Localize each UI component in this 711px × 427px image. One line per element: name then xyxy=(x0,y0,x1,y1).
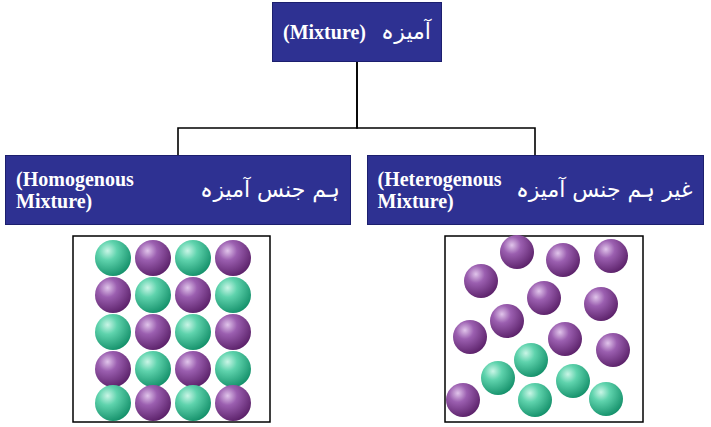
green-particle xyxy=(481,361,515,395)
particle-frame xyxy=(445,236,643,422)
green-particle xyxy=(514,343,548,377)
green-particle xyxy=(95,314,131,350)
english-label: (Heterogenous Mixture) xyxy=(378,168,506,212)
purple-particle xyxy=(584,287,618,321)
purple-particle xyxy=(135,240,171,276)
green-particle xyxy=(175,314,211,350)
green-particle xyxy=(175,240,211,276)
purple-particle xyxy=(215,240,251,276)
purple-particle xyxy=(95,351,131,387)
green-particle xyxy=(215,351,251,387)
green-particle xyxy=(175,385,211,421)
english-label: (Homogenous Mixture) xyxy=(16,168,161,212)
urdu-label: آمیزہ xyxy=(381,18,431,47)
purple-particle xyxy=(215,385,251,421)
english-label: (Mixture) xyxy=(283,21,366,43)
purple-particle xyxy=(175,277,211,313)
purple-particle xyxy=(135,314,171,350)
green-particle xyxy=(95,385,131,421)
category-box: ہم جنس آمیزہ (Homogenous Mixture) xyxy=(5,155,351,225)
purple-particle xyxy=(527,281,561,315)
purple-particle xyxy=(446,383,480,417)
urdu-label: ہم جنس آمیزہ xyxy=(200,176,340,205)
tree-connector xyxy=(357,62,535,155)
purple-particle xyxy=(594,239,628,273)
purple-particle xyxy=(175,351,211,387)
purple-particle xyxy=(490,304,524,338)
green-particle xyxy=(135,277,171,313)
particle-frame xyxy=(73,236,270,422)
green-particle xyxy=(518,383,552,417)
purple-particle xyxy=(215,314,251,350)
homogeneous-particles xyxy=(73,236,270,422)
purple-particle xyxy=(95,277,131,313)
green-particle xyxy=(215,277,251,313)
purple-particle xyxy=(596,333,630,367)
category-box: غیر ہم جنس آمیزہ (Heterogenous Mixture) xyxy=(367,155,704,225)
purple-particle xyxy=(135,385,171,421)
green-particle xyxy=(135,351,171,387)
purple-particle xyxy=(500,235,534,269)
purple-particle xyxy=(453,320,487,354)
heterogeneous-particles xyxy=(445,235,643,422)
urdu-label: غیر ہم جنس آمیزہ xyxy=(516,176,693,205)
purple-particle xyxy=(464,264,498,298)
green-particle xyxy=(556,364,590,398)
green-particle xyxy=(95,240,131,276)
purple-particle xyxy=(546,243,580,277)
tree-connector xyxy=(178,62,357,155)
green-particle xyxy=(589,382,623,416)
purple-particle xyxy=(548,322,582,356)
root-box: آمیزہ (Mixture) xyxy=(272,2,442,62)
